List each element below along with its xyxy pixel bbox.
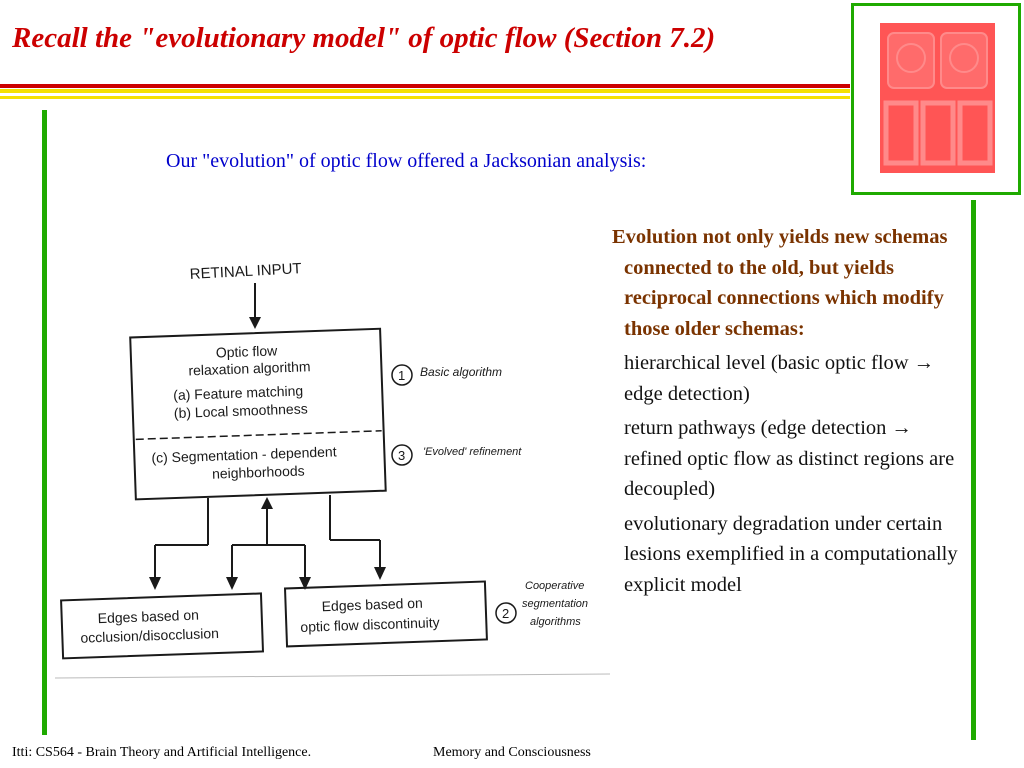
label-2-circle <box>495 602 517 624</box>
edges-left-line-2: occlusion/disocclusion <box>80 625 219 646</box>
bullet-sub-1: hierarchical level (basic optic flow → e… <box>624 352 935 405</box>
arrow-head-right <box>374 567 386 580</box>
bullet-sub-3: evolutionary degradation under certain l… <box>624 512 958 596</box>
footer-topic: Memory and Consciousness <box>433 745 591 760</box>
edges-occlusion-box: Edges based on occlusion/disocclusion <box>60 592 265 660</box>
optic-flow-box-border <box>129 327 387 501</box>
retinal-arrow-head <box>249 317 261 329</box>
edges-occlusion-box-border <box>60 592 265 660</box>
label-3-number: 3 <box>398 448 405 463</box>
retinal-input-label: RETINAL INPUT <box>189 260 302 283</box>
edges-right-line-2: optic flow discontinuity <box>300 614 440 635</box>
box-line-1: Optic flow <box>216 342 279 360</box>
right-green-rule <box>971 200 976 740</box>
logo-frame <box>851 3 1021 195</box>
arrow-head-mid-left <box>226 577 238 590</box>
optic-flow-box: Optic flow relaxation algorithm (a) Feat… <box>129 327 387 501</box>
bullet-main: Evolution not only yields new schemas co… <box>612 226 948 340</box>
box-line-6: neighborhoods <box>212 462 305 481</box>
title-stripe-yellow-2 <box>0 96 850 99</box>
label-basic-algorithm: Basic algorithm <box>420 365 502 379</box>
footer-course: Itti: CS564 - Brain Theory and Artificia… <box>12 745 312 760</box>
scan-edge-line <box>54 673 610 679</box>
label-cooperative: Cooperative <box>525 580 584 592</box>
subtitle: Our "evolution" of optic flow offered a … <box>166 150 647 172</box>
box-line-5: (c) Segmentation - dependent <box>151 443 337 465</box>
edges-right-line-1: Edges based on <box>321 595 423 615</box>
label-2-number: 2 <box>502 606 509 621</box>
bullet-sub-2: return pathways (edge detection → refine… <box>624 417 955 500</box>
edges-flow-box-border <box>283 580 488 648</box>
box-dashed-divider <box>135 430 382 441</box>
edges-left-line-1: Edges based on <box>97 607 199 627</box>
arrow-head-mid-right <box>299 577 311 590</box>
left-green-rule <box>42 110 47 735</box>
usc-logo <box>880 23 995 173</box>
feedback-arrow-head <box>261 497 273 509</box>
label-1-circle <box>391 364 413 386</box>
box-line-4: (b) Local smoothness <box>174 400 308 421</box>
label-1-number: 1 <box>398 368 405 383</box>
box-line-3: (a) Feature matching <box>173 382 303 403</box>
optic-flow-diagram: RETINAL INPUT Optic flow relaxation algo… <box>54 260 610 679</box>
usc-seal-icon <box>880 23 995 173</box>
label-algorithms: algorithms <box>530 616 581 628</box>
title-stripe-yellow <box>0 89 850 93</box>
arrow-head-left <box>149 577 161 590</box>
label-segmentation: segmentation <box>522 598 588 610</box>
slide-title: Recall the "evolutionary model" of optic… <box>12 22 716 54</box>
edges-flow-box: Edges based on optic flow discontinuity <box>283 580 488 648</box>
box-line-2: relaxation algorithm <box>188 358 311 378</box>
label-3-circle <box>391 444 413 466</box>
label-evolved-refinement: 'Evolved' refinement <box>423 446 522 458</box>
title-stripe-red <box>0 84 850 88</box>
bullet-list: Evolution not only yields new schemas co… <box>612 222 962 600</box>
